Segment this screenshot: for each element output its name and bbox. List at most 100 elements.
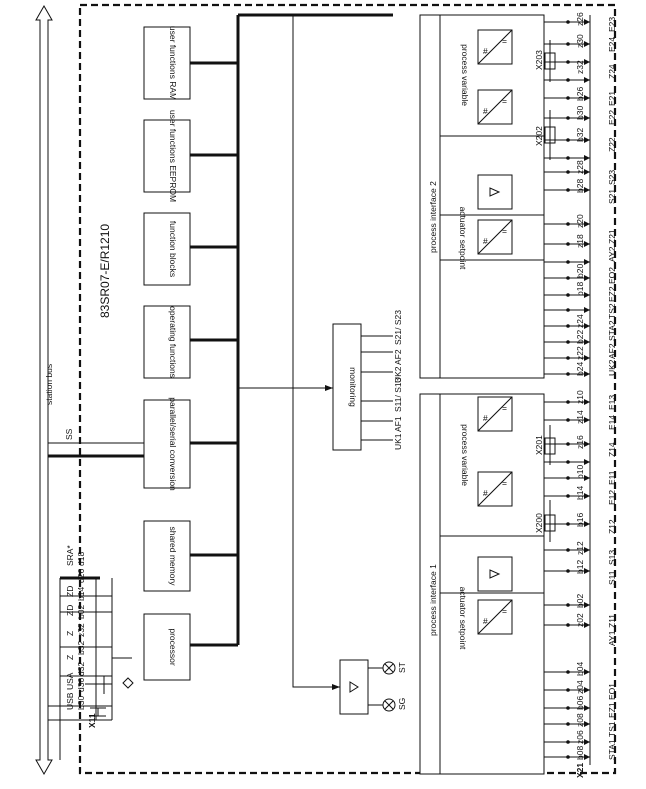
x11-signal: ZD — [65, 605, 75, 616]
terminal-dot — [566, 569, 570, 573]
x11-signal: SRA* — [65, 545, 75, 566]
station-bus-label: station bus — [44, 364, 54, 405]
x11-signal: Z — [65, 631, 75, 636]
wire-arrow — [584, 323, 590, 329]
wire-arrow — [584, 241, 590, 247]
terminal-dot — [566, 60, 570, 64]
pin-label: b28 — [575, 179, 585, 193]
pin-label: b32 — [575, 128, 585, 142]
sg-lamp-icon — [382, 698, 396, 712]
pin-label: z18 — [575, 234, 585, 248]
x11-label: X11 — [87, 713, 97, 728]
wire-arrow — [584, 417, 590, 423]
x-label: X200 — [534, 513, 544, 533]
pi1-dac: # = — [477, 599, 513, 635]
wire-arrow — [584, 41, 590, 47]
x11-signal: USB — [65, 692, 75, 710]
signal-label: EO2 — [607, 267, 617, 284]
terminal-dot — [566, 78, 570, 82]
wire-arrow — [584, 137, 590, 143]
pin-label: b10 — [575, 465, 585, 479]
wire-arrow — [584, 59, 590, 65]
svg-text:#: # — [483, 616, 488, 626]
signal-label: EZ2 — [607, 286, 617, 302]
module-name: 83SR07-E/R1210 — [98, 224, 112, 318]
svg-text:parallel/serial conversion: parallel/serial conversion — [168, 397, 178, 491]
pi2-adc-2: # = — [477, 89, 513, 125]
wire-arrow — [584, 493, 590, 499]
wire-arrow — [584, 547, 590, 553]
pi2-actuator-label: actuator setpoint — [458, 207, 468, 270]
x11-pin: b02 — [76, 605, 86, 619]
terminal-dot — [566, 623, 570, 627]
pin-label: b12 — [575, 560, 585, 574]
wire-arrow — [584, 19, 590, 25]
module-boundary — [78, 3, 617, 775]
terminal-dot — [566, 20, 570, 24]
lamp-driver — [339, 659, 369, 715]
terminal-dot — [566, 260, 570, 264]
pin-label: z28 — [575, 160, 585, 174]
signal-label: S23 — [607, 170, 617, 185]
pin-label: b02 — [575, 594, 585, 608]
pi2-buffer — [477, 174, 513, 210]
wire-arrow — [584, 77, 590, 83]
signal-label: AY2 — [607, 246, 617, 262]
wire-arrow — [584, 754, 590, 760]
pin-label: b30 — [575, 106, 585, 120]
pin-label: z26 — [575, 12, 585, 26]
st-lamp-icon — [382, 661, 396, 675]
wire-arrow — [584, 475, 590, 481]
pin-label: b22 — [575, 330, 585, 344]
monitoring-signal: UK1 — [393, 433, 403, 450]
wire-arrow — [584, 355, 590, 361]
terminal-dot — [566, 670, 570, 674]
monitoring-signal: UK2 — [393, 366, 403, 383]
wire-arrow — [584, 221, 590, 227]
x11-signal: ZD — [65, 586, 75, 597]
wire-arrow — [584, 95, 590, 101]
pin-label: z16 — [575, 435, 585, 449]
x11-pin: b32 — [76, 641, 86, 655]
svg-text:user functions EEPROM: user functions EEPROM — [168, 110, 178, 202]
terminal-dot — [566, 522, 570, 526]
terminal-dot — [566, 603, 570, 607]
terminal-dot — [566, 156, 570, 160]
x11-connector — [48, 576, 134, 760]
parallel-serial-conversion-block: parallel/serial conversion — [143, 397, 191, 491]
pin-label: z04 — [575, 680, 585, 694]
wire-arrow — [584, 115, 590, 121]
terminal-dot — [566, 96, 570, 100]
x11-pin: d26 — [76, 569, 86, 583]
signal-label: S21 — [607, 189, 617, 204]
wire-arrow — [584, 602, 590, 608]
x200-resistor — [544, 500, 556, 542]
svg-text:user functions RAM: user functions RAM — [168, 26, 178, 100]
x11-pin: z32 — [76, 623, 86, 637]
user-functions-eeprom-block: user functions EEPROM — [143, 110, 191, 202]
pi2-dac: # = — [477, 219, 513, 255]
terminal-dot — [566, 138, 570, 142]
wire-arrow — [584, 339, 590, 345]
terminal-dot — [566, 324, 570, 328]
signal-label: Z14 — [607, 442, 617, 457]
terminal-dot — [566, 308, 570, 312]
svg-text:shared memory: shared memory — [168, 526, 178, 586]
signal-label: E24 — [607, 37, 617, 52]
svg-text:#: # — [483, 46, 488, 56]
pin-label: b08 — [575, 746, 585, 760]
monitoring-signal: AF2 — [393, 349, 403, 365]
svg-text:monitoring: monitoring — [348, 367, 358, 407]
signal-label: STA2 — [607, 320, 617, 341]
monitoring-signal: S21/ S23 — [393, 310, 403, 345]
signal-label: E14 — [607, 415, 617, 430]
pin-label: z22 — [575, 346, 585, 360]
terminal-dot — [566, 548, 570, 552]
signal-label: Z12 — [607, 519, 617, 534]
signal-label: STA1 — [607, 739, 617, 760]
wire-arrow — [584, 568, 590, 574]
svg-text:processor: processor — [168, 628, 178, 665]
x201-resistor — [544, 425, 556, 465]
terminal-dot — [566, 340, 570, 344]
